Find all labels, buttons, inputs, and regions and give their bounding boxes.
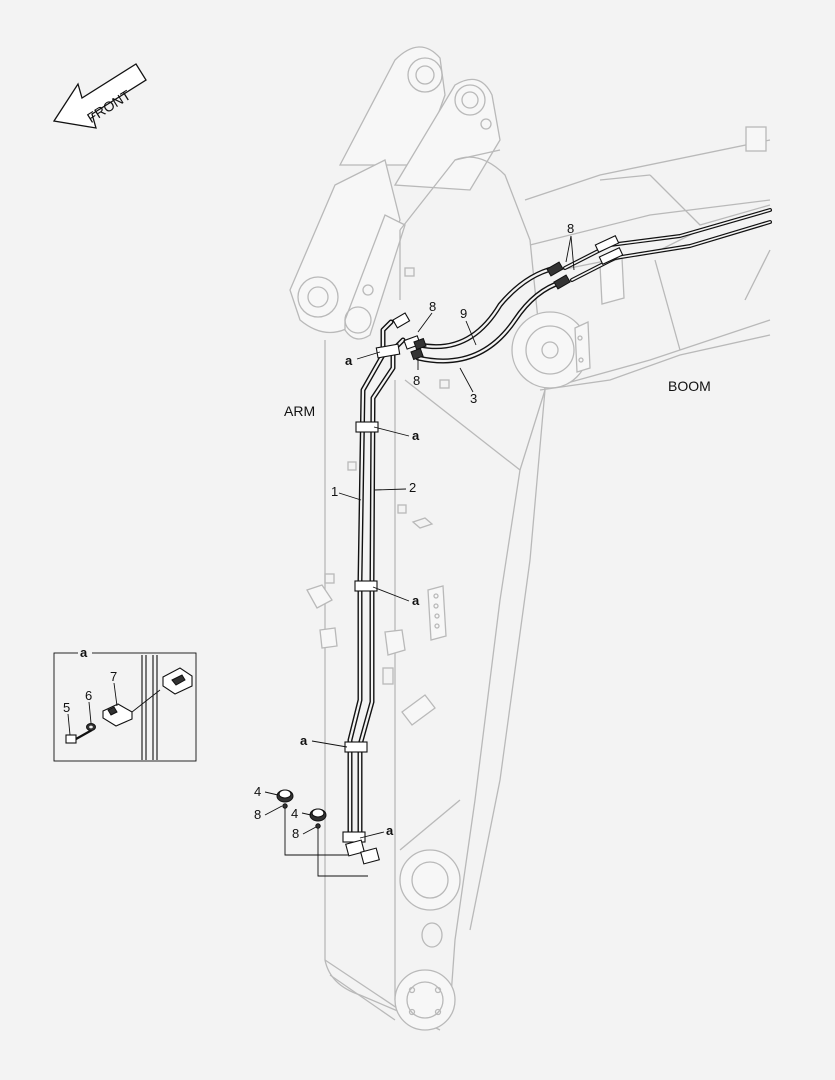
hose-9 [417,265,558,350]
callout-2: 2 [409,480,416,495]
leader-lines [264,235,575,877]
callout-a-arm-2: a [412,593,420,608]
callout-a-arm-3: a [300,733,308,748]
detail-a-inset: a 5 6 7 [53,645,197,762]
callout-3: 3 [470,391,477,406]
boom-outline [511,126,771,391]
callout-8-nut-left: 8 [254,807,261,822]
detail-callout-5: 5 [63,700,70,715]
boom-lines [563,208,772,282]
detail-callout-6: 6 [85,688,92,703]
detail-callout-7: 7 [110,669,117,684]
hose-fittings [392,234,624,361]
callout-a-arm-1: a [412,428,420,443]
hose-3 [415,279,565,364]
front-direction-arrow: FRONT [52,63,147,129]
boom-label: BOOM [668,378,711,394]
callout-1: 1 [331,484,338,499]
callout-a-bottom: a [386,823,394,838]
detail-title: a [80,645,88,660]
callout-8-upper: 8 [429,299,436,314]
arm-outline [289,46,546,1031]
end-caps [276,789,327,829]
arm-label: ARM [284,403,315,419]
callout-4-left: 4 [254,784,261,799]
callout-8-top-right: 8 [567,221,574,236]
callout-8-nut-right: 8 [292,826,299,841]
pipe-1 [347,319,394,838]
callout-9: 9 [460,306,467,321]
callout-4-right: 4 [291,806,298,821]
callout-a-upper: a [345,353,353,368]
callout-8-lower: 8 [413,373,420,388]
